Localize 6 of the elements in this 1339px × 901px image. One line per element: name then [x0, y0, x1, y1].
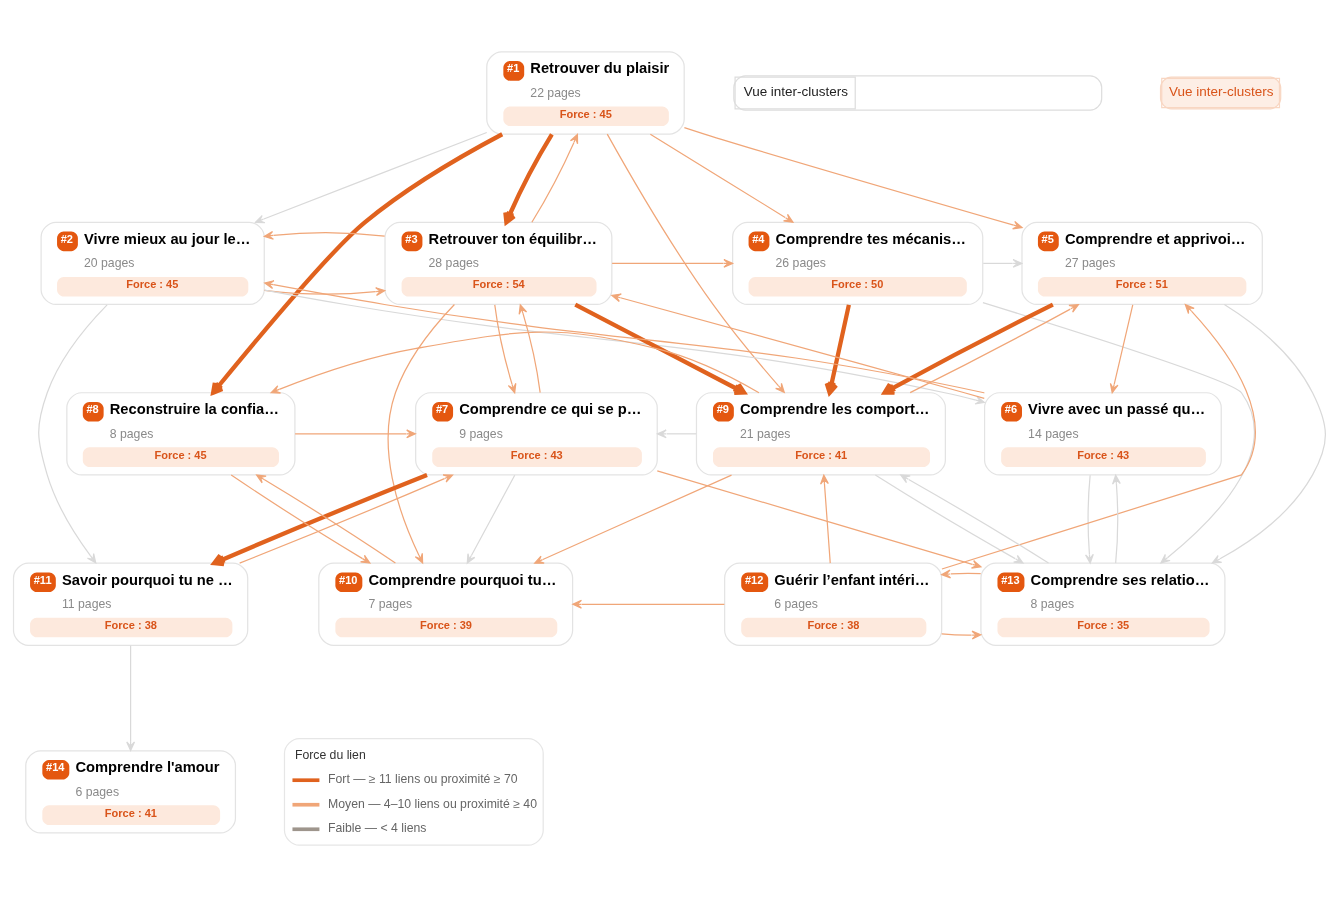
legend-label: Faible — < 4 liens: [328, 820, 427, 835]
label: Force du lien: [294, 747, 366, 762]
label: Vue inter-clusters: [743, 83, 848, 99]
legend-label: Moyen — 4–10 liens ou proximité ≥ 40: [328, 796, 537, 811]
label: Vue inter-clusters: [1169, 83, 1274, 99]
legend-label: Fort — ≥ 11 liens ou proximité ≥ 70: [328, 771, 518, 786]
